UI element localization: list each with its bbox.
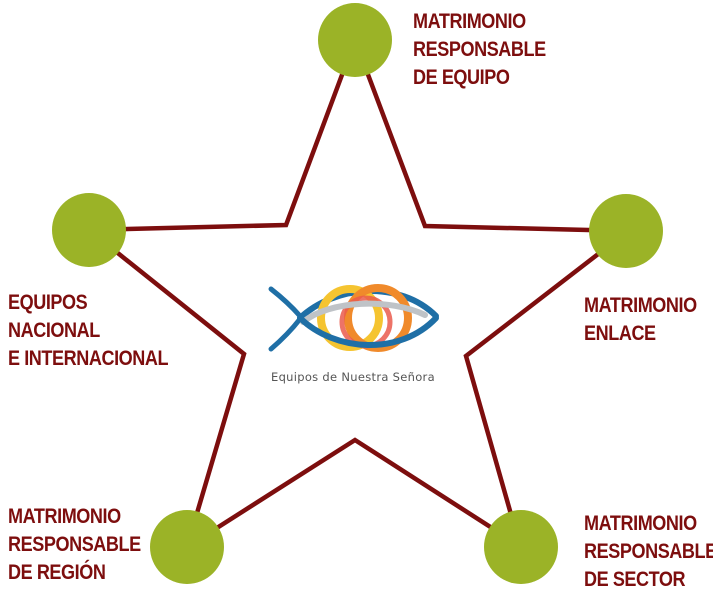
node-label-line: MATRIMONIO [8, 505, 121, 528]
node-circle-bottom-left [150, 510, 224, 584]
ring-yellow [317, 285, 383, 351]
logo-caption: Equipos de Nuestra Señora [271, 370, 435, 384]
node-label-line: E INTERNACIONAL [8, 347, 169, 370]
node-label-left: EQUIPOS NACIONAL E INTERNACIONAL [8, 289, 169, 373]
fish-tail-top [268, 286, 303, 319]
node-label-bottom-right: MATRIMONIO RESPONSABLE DE SECTOR [584, 510, 713, 594]
node-label-line: MATRIMONIO [584, 294, 697, 317]
node-circle-top [318, 3, 392, 77]
ring-orange [344, 284, 412, 352]
node-label-top: MATRIMONIO RESPONSABLE DE EQUIPO [413, 8, 546, 92]
fish-body-gray [300, 300, 428, 325]
fish-rings-logo-icon [268, 284, 439, 352]
fish-tail-bottom [268, 316, 303, 352]
node-label-line: DE EQUIPO [413, 66, 510, 89]
node-label-line: EQUIPOS [8, 291, 88, 314]
node-label-line: MATRIMONIO [413, 10, 526, 33]
node-label-line: RESPONSABLE [8, 533, 141, 556]
star-outline [82, 33, 635, 553]
node-label-right: MATRIMONIO ENLACE [584, 292, 697, 348]
node-circle-left [52, 193, 126, 267]
node-label-line: RESPONSABLE [413, 38, 546, 61]
node-label-line: NACIONAL [8, 319, 100, 342]
node-label-line: ENLACE [584, 322, 656, 345]
fish-body-bottom [297, 315, 439, 348]
node-label-line: DE REGIÓN [8, 561, 106, 584]
node-circle-bottom-right [484, 510, 558, 584]
node-label-bottom-left: MATRIMONIO RESPONSABLE DE REGIÓN [8, 503, 141, 587]
node-label-line: DE SECTOR [584, 568, 686, 591]
node-label-line: RESPONSABLE [584, 540, 713, 563]
node-label-line: MATRIMONIO [584, 512, 697, 535]
node-circle-right [589, 194, 663, 268]
